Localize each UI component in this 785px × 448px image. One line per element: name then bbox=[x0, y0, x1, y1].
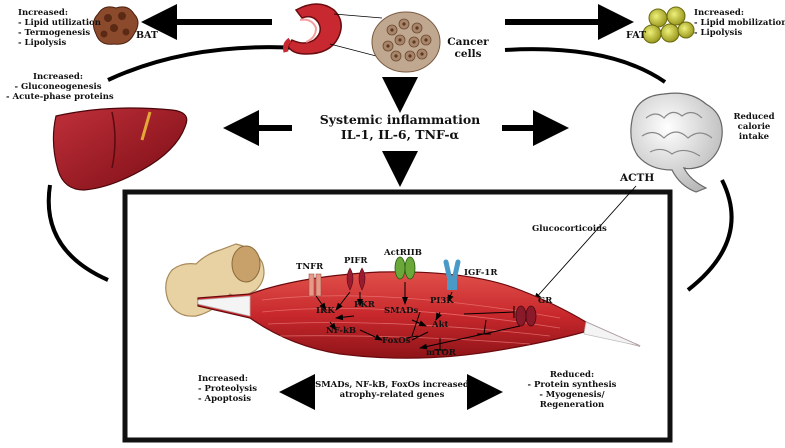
tnfr-label: TNFR bbox=[296, 262, 324, 272]
reduced-calorie-intake-label: Reduced calorie intake bbox=[728, 112, 780, 142]
muscle-reduced-item: Regeneration bbox=[539, 400, 605, 411]
fat-effects: Increased: - Lipid mobilization - Lipoly… bbox=[694, 8, 785, 38]
white-fat-cells-icon bbox=[642, 6, 695, 44]
signaling-lines bbox=[315, 282, 521, 351]
bat-heading: Increased: bbox=[18, 8, 68, 18]
muscle-increased-item: - Apoptosis bbox=[198, 394, 252, 405]
fat-label: FAT bbox=[626, 30, 647, 41]
inflammation-line1: Systemic inflammation bbox=[319, 112, 481, 127]
muscle-reduced-item: - Protein synthesis bbox=[527, 380, 617, 391]
bat-label: BAT bbox=[136, 30, 158, 41]
cancer-label-line: Cancer bbox=[447, 36, 489, 48]
receptor-igf1r-icon bbox=[443, 259, 461, 290]
akt-label: Akt bbox=[432, 320, 449, 330]
gr-label: GR bbox=[538, 296, 553, 306]
brown-adipose-tissue-icon bbox=[92, 6, 139, 45]
systemic-inflammation-label: Systemic inflammation IL-1, IL-6, TNF-α bbox=[300, 112, 500, 143]
acth-label: ACTH bbox=[620, 172, 655, 184]
cancer-label-line: cells bbox=[454, 48, 482, 61]
bat-item: - Lipolysis bbox=[18, 38, 67, 49]
curve-brain-bottom bbox=[686, 179, 734, 292]
actriib-label: ActRIIB bbox=[384, 248, 422, 258]
mtor-label: mTOR bbox=[426, 348, 456, 358]
outer-connector-curves bbox=[46, 45, 734, 292]
bat-item: - Termogenesis bbox=[18, 28, 91, 39]
brain-label-line: intake bbox=[738, 132, 770, 143]
pkr-label: PKR bbox=[354, 300, 375, 310]
muscle-reduced-effects: Reduced: - Protein synthesis - Myogenesi… bbox=[512, 370, 632, 410]
fat-item: - Lipid mobilization bbox=[694, 18, 785, 29]
brain-label-line: Reduced bbox=[733, 112, 775, 122]
receptor-pifr-icon bbox=[346, 267, 366, 291]
muscle-increased-heading: Increased: bbox=[198, 374, 248, 384]
acth-to-gr-line bbox=[533, 185, 637, 301]
bat-effects: Increased: - Lipid utilization - Termoge… bbox=[18, 8, 101, 48]
liver-icon bbox=[52, 107, 188, 191]
zoom-line-top bbox=[333, 13, 383, 19]
atrophy-genes-line: SMADs, NF-kB, FoxOs increased bbox=[315, 380, 469, 390]
atrophy-genes-label: SMADs, NF-kB, FoxOs increased atrophy-re… bbox=[306, 380, 478, 400]
cancer-cells-label: Cancer cells bbox=[440, 36, 496, 61]
thick-arrows bbox=[141, 4, 634, 410]
pifr-label: PIFR bbox=[344, 256, 368, 266]
curve-liver-bottom bbox=[46, 184, 109, 282]
nfkb-label: NF-kB bbox=[326, 326, 357, 336]
atrophy-genes-line: atrophy-related genes bbox=[339, 390, 445, 401]
liver-item: - Acute-phase proteins bbox=[6, 92, 114, 103]
liver-heading: Increased: bbox=[33, 72, 83, 82]
stomach-icon bbox=[283, 3, 342, 55]
liver-effects: Increased: - Gluconeogenesis - Acute-pha… bbox=[6, 72, 114, 103]
brain-label-line: calorie bbox=[737, 122, 771, 133]
bat-item: - Lipid utilization bbox=[18, 18, 101, 29]
ikk-label: IKK bbox=[316, 306, 335, 316]
receptor-actriib-icon bbox=[394, 256, 416, 280]
muscle-increased-effects: Increased: - Proteolysis - Apoptosis bbox=[198, 374, 257, 404]
brain-icon bbox=[630, 92, 723, 193]
muscle-reduced-item: - Myogenesis/ bbox=[539, 390, 605, 401]
curve-stomach-fat bbox=[504, 47, 667, 84]
curve-stomach-bat bbox=[107, 45, 299, 82]
igf1r-label: IGF-1R bbox=[464, 268, 498, 278]
receptor-gr-icon bbox=[515, 305, 537, 327]
inflammation-line2: IL-1, IL-6, TNF-α bbox=[340, 126, 460, 142]
muscle-reduced-heading: Reduced: bbox=[549, 370, 595, 380]
receptor-tnfr-icon bbox=[308, 273, 322, 297]
foxos-label: FoxOs bbox=[382, 336, 411, 346]
muscle-increased-item: - Proteolysis bbox=[198, 384, 257, 395]
liver-item: - Gluconeogenesis bbox=[14, 82, 102, 93]
fat-item: - Lipolysis bbox=[694, 28, 743, 39]
bone-joint-icon bbox=[165, 243, 265, 317]
tumor-cells-icon bbox=[371, 11, 441, 73]
muscle-box-frame bbox=[122, 189, 673, 443]
glucocorticoids-label: Glucocorticoids bbox=[532, 224, 607, 234]
fat-heading: Increased: bbox=[694, 8, 744, 18]
zoom-line-bottom bbox=[329, 43, 385, 59]
smads-label: SMADs bbox=[384, 306, 419, 316]
pi3k-label: PI3K bbox=[430, 296, 454, 306]
